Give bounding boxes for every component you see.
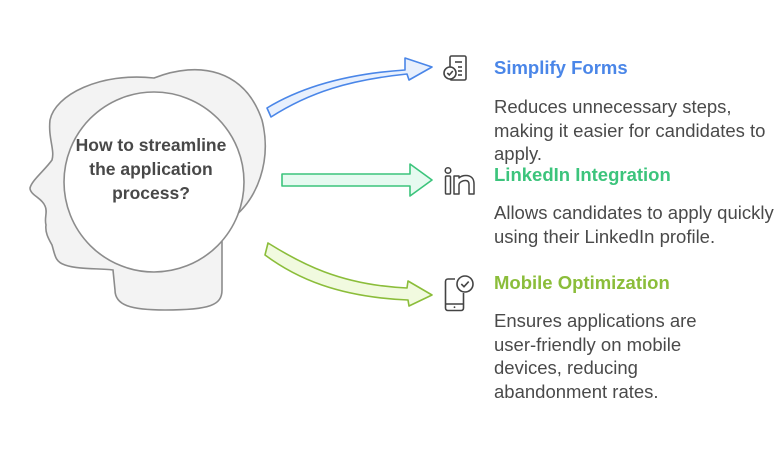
arrow-linkedin-integration [281, 163, 433, 197]
branch-title-mobile-optimization: Mobile Optimization [494, 272, 670, 293]
branch-title-simplify-forms: Simplify Forms [494, 57, 628, 78]
form-check-icon [443, 55, 467, 81]
central-question: How to streamline the application proces… [75, 135, 227, 203]
mobile-check-icon [444, 275, 474, 312]
branch-desc-mobile-optimization: Ensures applications are user-friendly o… [494, 310, 697, 402]
arrow-mobile-optimization [264, 242, 433, 307]
branch-title-linkedin-integration: LinkedIn Integration [494, 164, 671, 185]
thought-circle [63, 91, 245, 273]
arrow-simplify-forms [266, 57, 433, 118]
branch-desc-linkedin-integration: Allows candidates to apply quickly using… [494, 202, 774, 247]
linkedin-icon [444, 166, 475, 195]
branch-desc-simplify-forms: Reduces unnecessary steps, making it eas… [494, 96, 766, 164]
